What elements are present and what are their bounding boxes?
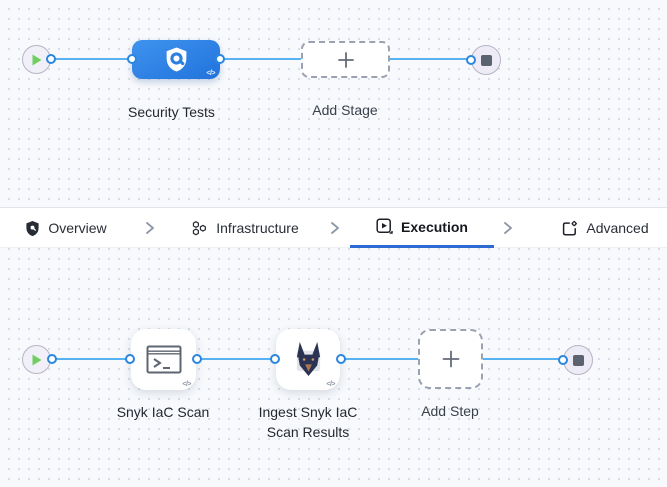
stage-code-glyph: </> [206,70,215,77]
tab-infrastructure[interactable]: Infrastructure [179,208,311,248]
step-start-out-port[interactable] [47,354,57,364]
step1-out-port[interactable] [192,354,202,364]
shield-scan-icon [163,46,190,73]
play-square-icon [376,218,393,235]
stage-flow-edge [51,58,471,60]
play-icon [31,54,42,66]
step-node-snyk-iac-scan[interactable]: </> [131,329,196,390]
stop-square-icon [572,354,584,366]
add-step-button[interactable] [418,329,483,389]
tab-overview[interactable]: Overview [0,208,132,248]
tab-execution-label: Execution [401,218,468,235]
add-stage-button[interactable] [301,41,390,78]
tab-advanced-label: Advanced [586,220,649,236]
add-stage-label[interactable]: Add Stage [312,102,378,118]
chevron-right-icon [328,208,342,248]
tab-infrastructure-label: Infrastructure [216,220,299,236]
step-flow-end-node[interactable] [563,345,593,375]
stage-start-out-port[interactable] [46,54,56,64]
stage-in-port[interactable] [127,54,137,64]
stage-flow-end-node[interactable] [471,45,501,75]
step-end-in-port[interactable] [558,355,568,365]
step2-label[interactable]: Ingest Snyk IaC Scan Results [258,404,358,441]
tab-overview-label: Overview [48,220,107,236]
stage-label[interactable]: Security Tests [128,104,215,120]
tab-advanced[interactable]: Advanced [539,208,667,248]
stage-node-security-tests[interactable]: </> [132,40,220,79]
chevron-right-icon [143,208,157,248]
play-icon [31,354,42,366]
step1-label[interactable]: Snyk IaC Scan [116,404,210,420]
hexagon-cluster-icon [191,220,208,237]
step-code-glyph: </> [326,381,335,388]
stage-out-port[interactable] [215,54,225,64]
plus-icon [441,349,461,369]
terminal-icon [146,345,182,375]
snyk-dog-icon [292,341,325,378]
plus-icon [337,51,355,69]
stop-square-icon [480,54,492,66]
step-code-glyph: </> [182,381,191,388]
shield-icon [25,220,40,237]
tab-execution[interactable]: Execution [350,208,494,248]
step2-in-port[interactable] [270,354,280,364]
stage-end-in-port[interactable] [466,55,476,65]
step2-out-port[interactable] [336,354,346,364]
add-step-label[interactable]: Add Step [421,403,479,419]
step1-in-port[interactable] [125,354,135,364]
stage-config-tabbar: Overview Infrastructure [0,207,667,248]
step-node-ingest-snyk-results[interactable]: </> [276,329,340,390]
chevron-right-icon [501,208,515,248]
box-gear-icon [561,220,578,237]
